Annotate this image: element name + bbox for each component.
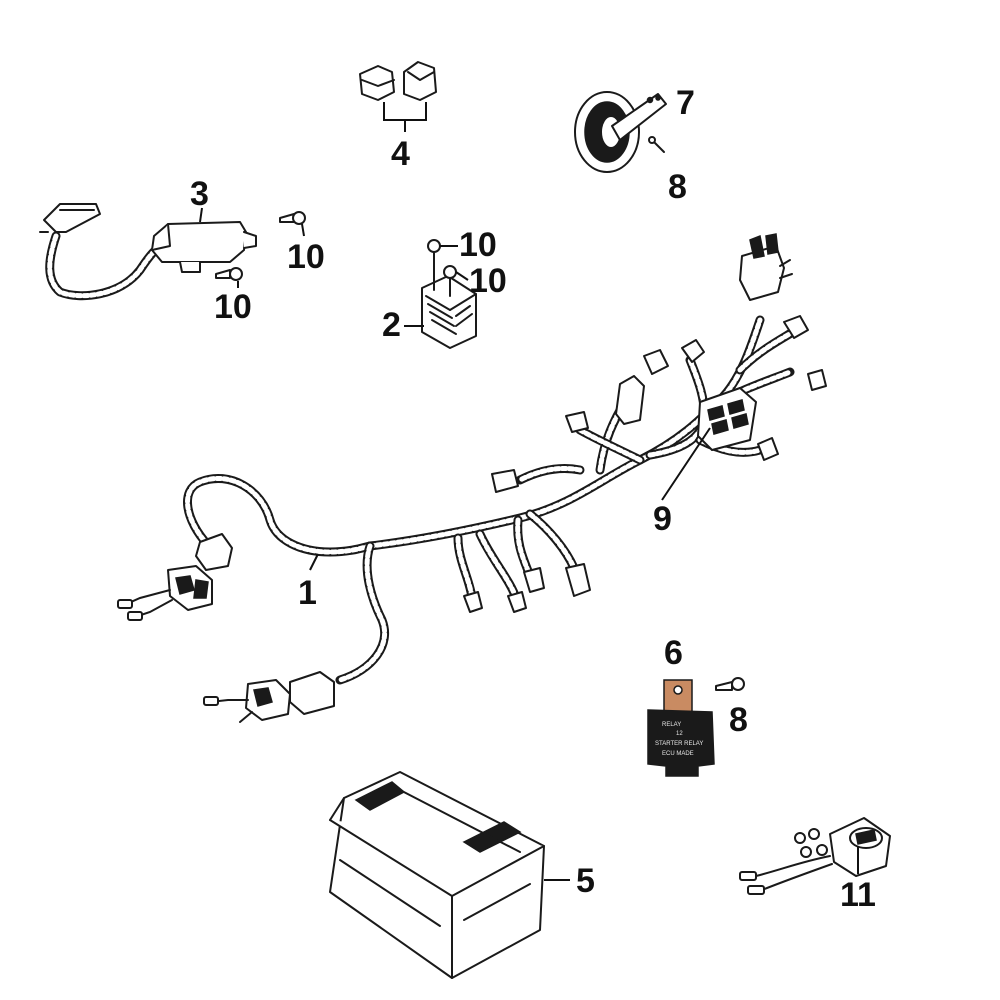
leader-main-harness — [309, 553, 319, 571]
label-bolt-regulator-right: 10 — [469, 262, 507, 300]
label-horn: 7 — [676, 84, 695, 122]
leader-bolt-coil-top — [301, 223, 305, 237]
cap-pair-part — [359, 61, 437, 132]
label-bolt-coil-bottom: 10 — [214, 288, 252, 326]
label-battery: 5 — [576, 862, 595, 900]
bolt-coil-bottom — [215, 267, 243, 281]
ignition-switch-part — [739, 817, 891, 895]
label-cap-pair: 4 — [391, 135, 410, 173]
label-ignition-coil: 3 — [190, 175, 209, 213]
relay-text-line4: ECU MADE — [662, 751, 694, 757]
regulator-part — [421, 239, 477, 349]
label-regulator: 2 — [382, 306, 401, 344]
label-harness-detail: 9 — [653, 500, 672, 538]
relay-text-line2: 12 — [676, 731, 683, 737]
leader-harness-detail — [661, 427, 711, 501]
leader-bolt-regulator-right — [455, 271, 469, 281]
label-bolt-regulator-top: 10 — [459, 226, 497, 264]
relay-text-line3: STARTER RELAY — [655, 741, 703, 747]
ignition-coil-part — [39, 203, 257, 301]
main-harness-part — [117, 233, 827, 723]
label-ignition-switch: 11 — [840, 876, 876, 914]
leader-ignition-coil — [199, 207, 203, 223]
label-main-harness: 1 — [298, 574, 317, 612]
battery-part — [329, 771, 545, 979]
label-screw-horn: 8 — [668, 168, 687, 206]
label-bolt-coil-top: 10 — [287, 238, 325, 276]
horn-part — [574, 91, 667, 173]
bolt-coil-top — [279, 211, 306, 225]
label-screw-relay: 8 — [729, 701, 748, 739]
relay-part: RELAY 12 STARTER RELAY ECU MADE — [647, 679, 715, 777]
label-relay: 6 — [664, 634, 683, 672]
relay-text-line1: RELAY — [662, 722, 681, 728]
screw-relay — [715, 677, 745, 691]
